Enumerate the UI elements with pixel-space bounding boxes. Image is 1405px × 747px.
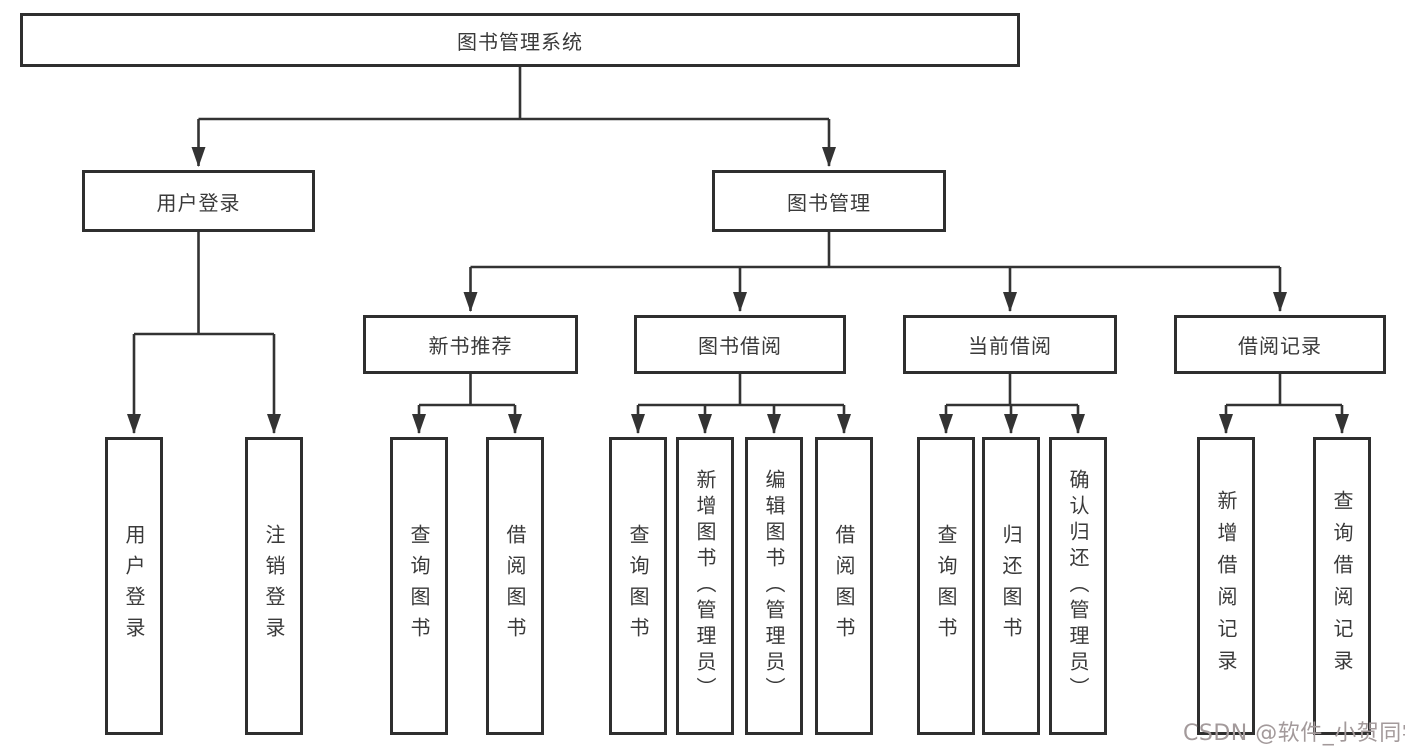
leaf-bb-add-book-admin: 新增图书（管理员） (676, 437, 734, 735)
node-borrow-record: 借阅记录 (1174, 315, 1386, 374)
leaf-cb-return-book: 归还图书 (982, 437, 1040, 735)
leaf-nb-query-book: 查询图书 (390, 437, 448, 735)
node-book-borrow: 图书借阅 (634, 315, 846, 374)
leaf-label: 借阅图书 (832, 524, 856, 648)
node-root-system: 图书管理系统 (20, 13, 1020, 67)
leaf-label: 新增借阅记录 (1214, 490, 1238, 682)
leaf-br-add-record: 新增借阅记录 (1197, 437, 1255, 735)
leaf-label: 注销登录 (262, 524, 286, 648)
leaf-user-login: 用户登录 (105, 437, 163, 735)
leaf-label: 归还图书 (999, 524, 1023, 648)
leaf-bb-edit-book-admin: 编辑图书（管理员） (745, 437, 803, 735)
leaf-cb-query-book: 查询图书 (917, 437, 975, 735)
leaf-label: 查询图书 (934, 524, 958, 648)
leaf-br-query-record: 查询借阅记录 (1313, 437, 1371, 735)
leaf-nb-borrow-book: 借阅图书 (486, 437, 544, 735)
leaf-label: 查询借阅记录 (1330, 490, 1354, 682)
node-user-login: 用户登录 (82, 170, 315, 232)
leaf-bb-query-book: 查询图书 (609, 437, 667, 735)
watermark: CSDN @软件_小贺同学 (1183, 721, 1405, 746)
leaf-label: 新增图书（管理员） (693, 469, 717, 703)
leaf-label: 借阅图书 (503, 524, 527, 648)
leaf-label: 查询图书 (407, 524, 431, 648)
leaf-label: 查询图书 (626, 524, 650, 648)
node-new-book-recommend: 新书推荐 (363, 315, 578, 374)
leaf-label: 确认归还（管理员） (1066, 469, 1090, 703)
leaf-label: 用户登录 (122, 524, 146, 648)
leaf-cb-confirm-return-admin: 确认归还（管理员） (1049, 437, 1107, 735)
node-book-management: 图书管理 (712, 170, 946, 232)
leaf-label: 编辑图书（管理员） (762, 469, 786, 703)
node-current-borrow: 当前借阅 (903, 315, 1117, 374)
leaf-logout: 注销登录 (245, 437, 303, 735)
leaf-bb-borrow-book: 借阅图书 (815, 437, 873, 735)
